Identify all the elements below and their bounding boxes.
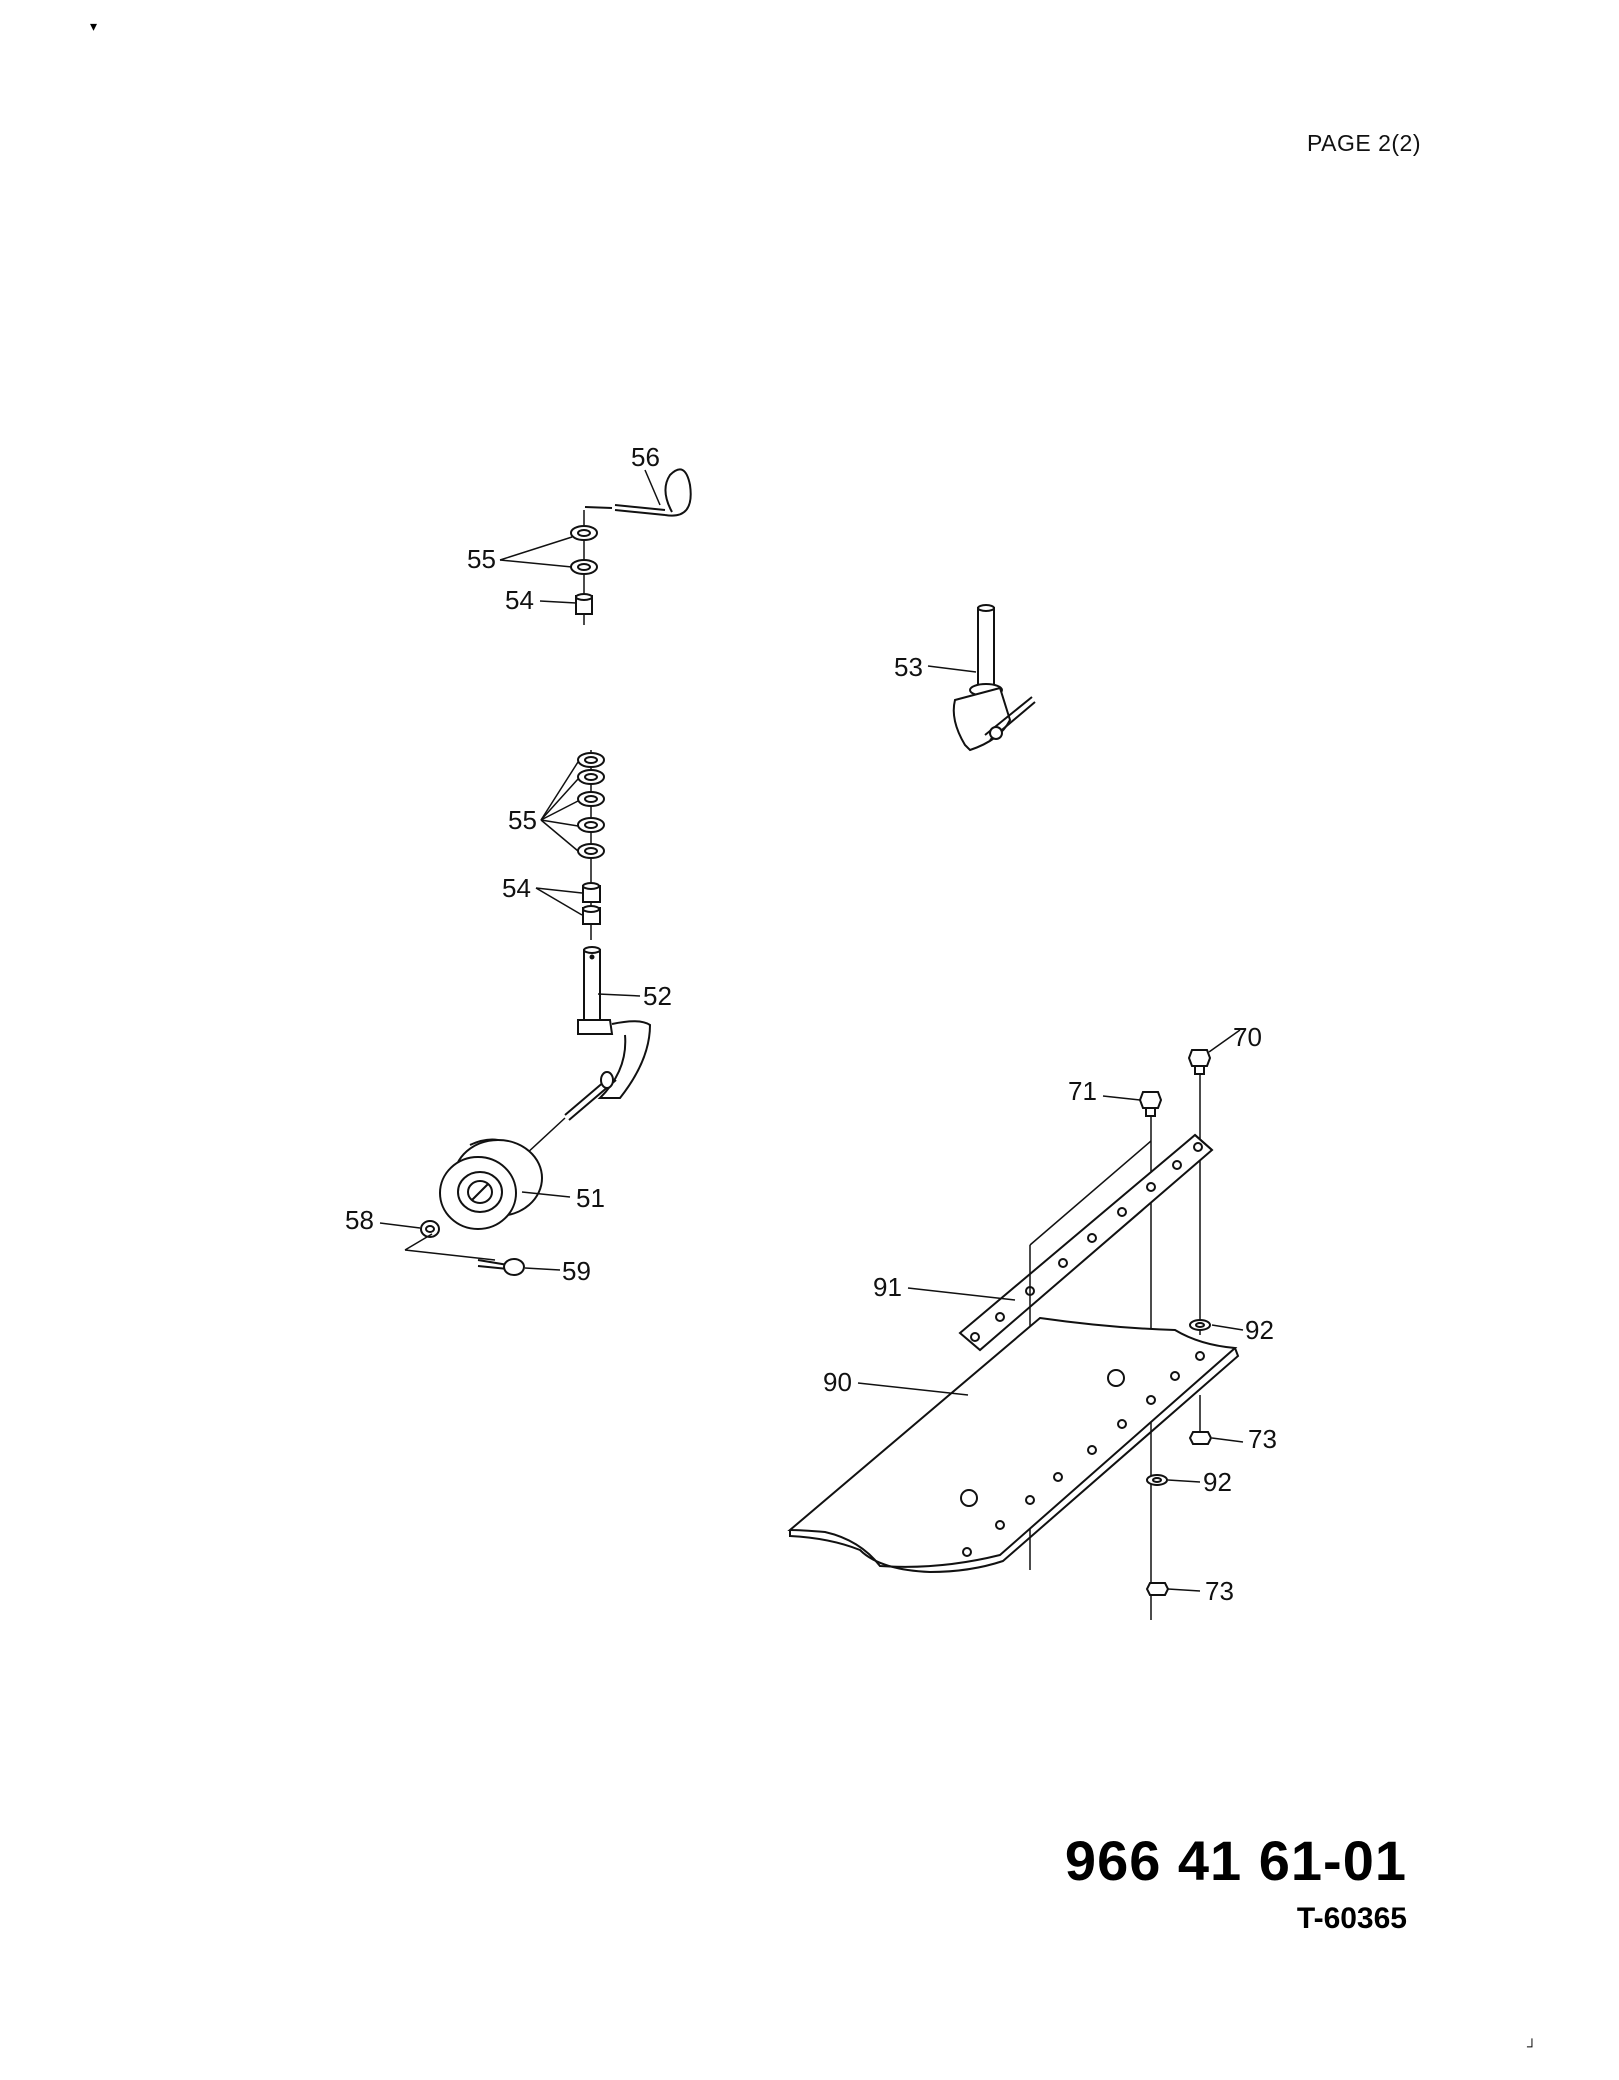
callout-54-middle: 54	[502, 873, 531, 903]
leader-56	[644, 469, 661, 506]
part-52-axle-bracket	[564, 946, 652, 1121]
callout-54-upper: 54	[505, 585, 534, 615]
leader-55b-4	[540, 819, 579, 827]
leader-59	[524, 1267, 561, 1271]
leader-53	[927, 665, 977, 673]
leader-54b-2	[535, 887, 583, 916]
callout-91: 91	[873, 1272, 902, 1302]
part-91-strip	[958, 1133, 1214, 1352]
part-number: 966 41 61-01	[1064, 1829, 1407, 1892]
callout-73-upper: 73	[1248, 1424, 1277, 1454]
part-92-washer-lower	[1146, 1474, 1168, 1486]
leader-92b	[1167, 1479, 1201, 1483]
part-54-bushing-upper	[575, 593, 593, 615]
leader-lines	[379, 469, 1244, 1592]
part-70-bolt	[1187, 1049, 1212, 1075]
part-51-wheel	[439, 1138, 543, 1230]
part-58-washer	[420, 1220, 440, 1238]
leader-91	[907, 1287, 1016, 1301]
leader-90	[857, 1382, 969, 1396]
leader-55b-1	[540, 761, 579, 821]
leader-73b	[1167, 1588, 1201, 1592]
part-90-blade	[787, 1316, 1240, 1574]
part-73-nut-lower	[1145, 1582, 1170, 1596]
strip-edge-line	[1029, 1140, 1152, 1246]
axle-leader-line-3	[404, 1249, 496, 1261]
callout-70: 70	[1233, 1022, 1262, 1052]
axle-leader-line	[524, 1117, 566, 1156]
leader-55b-5	[540, 819, 579, 852]
leader-55b-2	[540, 778, 579, 821]
leader-52	[597, 993, 641, 997]
part-54-bushings-middle	[582, 882, 601, 925]
leader-70	[1208, 1029, 1241, 1053]
part-73-nut-upper	[1188, 1431, 1213, 1445]
leader-55a-2	[499, 559, 573, 568]
part-53-pivot-bracket	[952, 604, 1036, 752]
leader-71	[1102, 1095, 1141, 1101]
callout-58: 58	[345, 1205, 374, 1235]
part-92-washer-upper	[1189, 1319, 1211, 1331]
leader-58	[379, 1222, 421, 1229]
callout-53: 53	[894, 652, 923, 682]
callout-92-lower: 92	[1203, 1467, 1232, 1497]
part-55-washers-middle	[577, 752, 605, 859]
callout-51: 51	[576, 1183, 605, 1213]
callout-73-lower: 73	[1205, 1576, 1234, 1606]
leader-73a	[1211, 1437, 1244, 1443]
part-59-cotter-pin	[477, 1258, 525, 1276]
leader-92a	[1211, 1324, 1244, 1331]
part-71-bolt	[1138, 1091, 1163, 1117]
callout-55-upper: 55	[467, 544, 496, 574]
callout-92-upper: 92	[1245, 1315, 1274, 1345]
callout-59: 59	[562, 1256, 591, 1286]
leader-55a-1	[499, 536, 573, 561]
callout-71: 71	[1068, 1076, 1097, 1106]
leader-51	[521, 1191, 571, 1198]
callout-56: 56	[631, 442, 660, 472]
axle-leader-line-2	[404, 1233, 433, 1251]
part-55-washers-upper	[570, 525, 598, 575]
leader-54a	[539, 600, 577, 604]
page-indicator: PAGE 2(2)	[1307, 130, 1421, 156]
leader-55b-3	[540, 800, 579, 821]
drawing-number: T-60365	[1296, 1902, 1407, 1935]
part-56-clip-pin	[584, 468, 692, 517]
callout-52: 52	[643, 981, 672, 1011]
callout-90: 90	[823, 1367, 852, 1397]
corner-mark-top-left: ▾	[90, 18, 98, 34]
callout-55-middle: 55	[508, 805, 537, 835]
leader-54b-1	[535, 887, 583, 894]
corner-mark-bottom-right: ┘	[1527, 2038, 1537, 2054]
